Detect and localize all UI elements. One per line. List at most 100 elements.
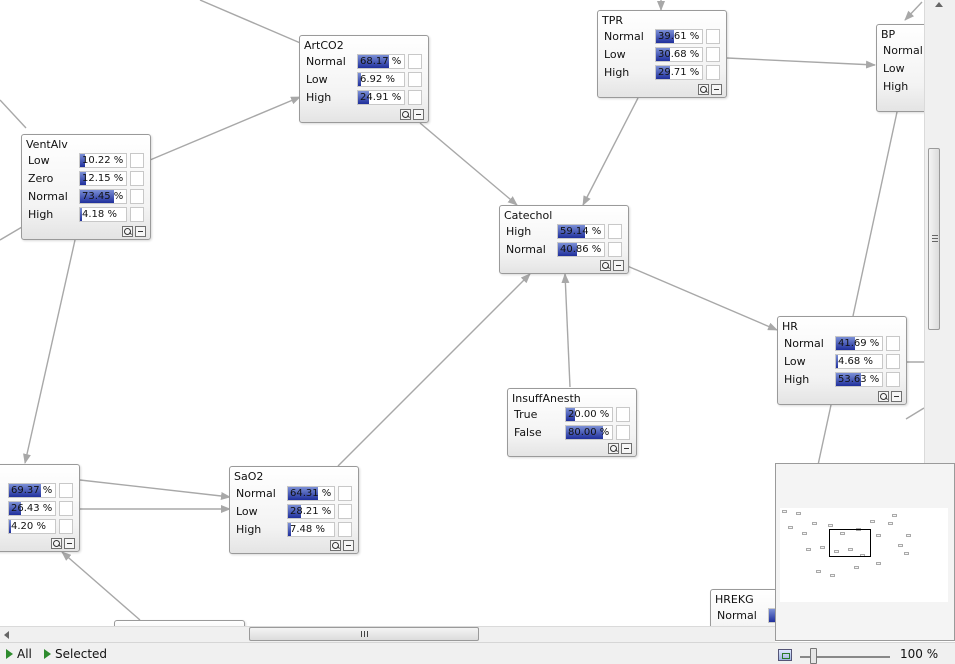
viewport-frame[interactable] — [829, 529, 871, 557]
probability-bar: 26.43 % — [8, 501, 56, 516]
state-label: Normal — [604, 30, 644, 43]
edge — [726, 57, 876, 69]
node-ventalv[interactable]: VentAlv Low 10.22 % Zero 12.15 % Normal … — [21, 134, 151, 240]
evidence-box[interactable] — [338, 504, 352, 519]
probability-text: 6.92 % — [360, 74, 395, 85]
network-canvas[interactable]: ArtCO2 Normal 68.17 % Low 6.92 % High 24… — [0, 0, 924, 626]
filter-all[interactable]: All — [6, 647, 32, 663]
collapse-icon[interactable] — [891, 391, 902, 402]
probability-text: 26.43 % — [11, 503, 53, 514]
evidence-box[interactable] — [886, 372, 900, 387]
mini-node — [876, 534, 881, 537]
evidence-box[interactable] — [408, 72, 422, 87]
mini-node — [820, 546, 825, 549]
overview-panel[interactable] — [775, 463, 955, 641]
zoom-icon[interactable] — [878, 391, 889, 402]
probability-text: 59.14 % — [560, 226, 602, 237]
zoom-icon[interactable] — [608, 443, 619, 454]
state-row: Low — [881, 61, 924, 77]
zoom-icon[interactable] — [600, 260, 611, 271]
node-sao2[interactable]: SaO2 Normal 64.31 % Low 28.21 % High 7.4… — [229, 466, 359, 554]
evidence-box[interactable] — [338, 486, 352, 501]
probability-text: 39.61 % — [658, 31, 700, 42]
bar-fill — [80, 208, 82, 221]
state-label: Normal — [236, 487, 276, 500]
overview-map[interactable] — [780, 508, 948, 602]
collapse-icon[interactable] — [711, 84, 722, 95]
evidence-box[interactable] — [59, 501, 73, 516]
evidence-box[interactable] — [130, 189, 144, 204]
evidence-box[interactable] — [608, 224, 622, 239]
node-tools — [328, 540, 354, 551]
horizontal-scrollbar[interactable] — [0, 626, 775, 642]
zoom-slider-knob[interactable] — [810, 648, 817, 664]
collapse-icon[interactable] — [64, 538, 75, 549]
evidence-box[interactable] — [616, 407, 630, 422]
zoom-slider[interactable] — [800, 656, 890, 658]
bar-fill — [288, 523, 292, 536]
probability-bar: 4.18 % — [79, 207, 127, 222]
node-title: SaO2 — [234, 470, 264, 483]
evidence-box[interactable] — [130, 153, 144, 168]
probability-bar: 53.63 % — [835, 372, 883, 387]
bar-fill — [358, 55, 390, 68]
scroll-up-arrow-icon[interactable] — [935, 2, 943, 7]
evidence-box[interactable] — [886, 354, 900, 369]
evidence-box[interactable] — [130, 171, 144, 186]
zoom-icon[interactable] — [698, 84, 709, 95]
state-label: False — [514, 426, 542, 439]
evidence-box[interactable] — [608, 242, 622, 257]
evidence-box[interactable] — [130, 207, 144, 222]
collapse-icon[interactable] — [343, 540, 354, 551]
node-partial[interactable]: 69.37 % 26.43 % 4.20 % — [0, 464, 80, 552]
evidence-box[interactable] — [59, 519, 73, 534]
status-bar: All Selected 100 % — [0, 642, 955, 664]
filter-selected-label: Selected — [55, 647, 108, 661]
collapse-icon[interactable] — [613, 260, 624, 271]
evidence-box[interactable] — [706, 65, 720, 80]
scroll-left-arrow-icon[interactable] — [4, 631, 9, 639]
node-insuffanesth[interactable]: InsuffAnesth True 20.00 % False 80.00 % — [507, 388, 637, 457]
probability-text: 4.68 % — [838, 356, 873, 367]
collapse-icon[interactable] — [135, 226, 146, 237]
evidence-box[interactable] — [616, 425, 630, 440]
filter-selected[interactable]: Selected — [44, 647, 107, 663]
zoom-icon[interactable] — [51, 538, 62, 549]
zoom-icon[interactable] — [400, 109, 411, 120]
vertical-scroll-thumb[interactable] — [928, 148, 940, 330]
evidence-box[interactable] — [408, 90, 422, 105]
node-bp[interactable]: BP Normal Low High — [876, 24, 924, 112]
collapse-icon[interactable] — [413, 109, 424, 120]
state-row: Normal 39.61 % — [602, 29, 722, 45]
evidence-box[interactable] — [59, 483, 73, 498]
state-label: Low — [604, 48, 626, 61]
probability-bar: 28.21 % — [287, 504, 335, 519]
grip-line — [932, 235, 938, 236]
node-hr[interactable]: HR Normal 41.69 % Low 4.68 % High 53.63 … — [777, 316, 907, 405]
fit-to-window-icon[interactable] — [778, 649, 792, 661]
node-offscreen[interactable] — [114, 620, 245, 626]
probability-text: 24.91 % — [360, 92, 402, 103]
evidence-box[interactable] — [706, 47, 720, 62]
zoom-icon[interactable] — [122, 226, 133, 237]
zoom-icon[interactable] — [330, 540, 341, 551]
probability-bar: 4.68 % — [835, 354, 883, 369]
mini-node — [906, 534, 911, 537]
node-tpr[interactable]: TPR Normal 39.61 % Low 30.68 % High 29.7… — [597, 10, 727, 98]
node-artco2[interactable]: ArtCO2 Normal 68.17 % Low 6.92 % High 24… — [299, 35, 429, 123]
evidence-box[interactable] — [886, 336, 900, 351]
collapse-icon[interactable] — [621, 443, 632, 454]
state-row: Low 30.68 % — [602, 47, 722, 63]
probability-text: 10.22 % — [82, 155, 124, 166]
evidence-box[interactable] — [408, 54, 422, 69]
horizontal-scroll-thumb[interactable] — [249, 627, 479, 641]
mini-node — [830, 574, 835, 577]
node-title: BP — [881, 28, 896, 41]
probability-bar: 29.71 % — [655, 65, 703, 80]
edge — [61, 551, 141, 621]
evidence-box[interactable] — [706, 29, 720, 44]
state-label: Low — [28, 154, 50, 167]
probability-bar: 40.86 % — [557, 242, 605, 257]
evidence-box[interactable] — [338, 522, 352, 537]
node-catechol[interactable]: Catechol High 59.14 % Normal 40.86 % — [499, 205, 629, 274]
